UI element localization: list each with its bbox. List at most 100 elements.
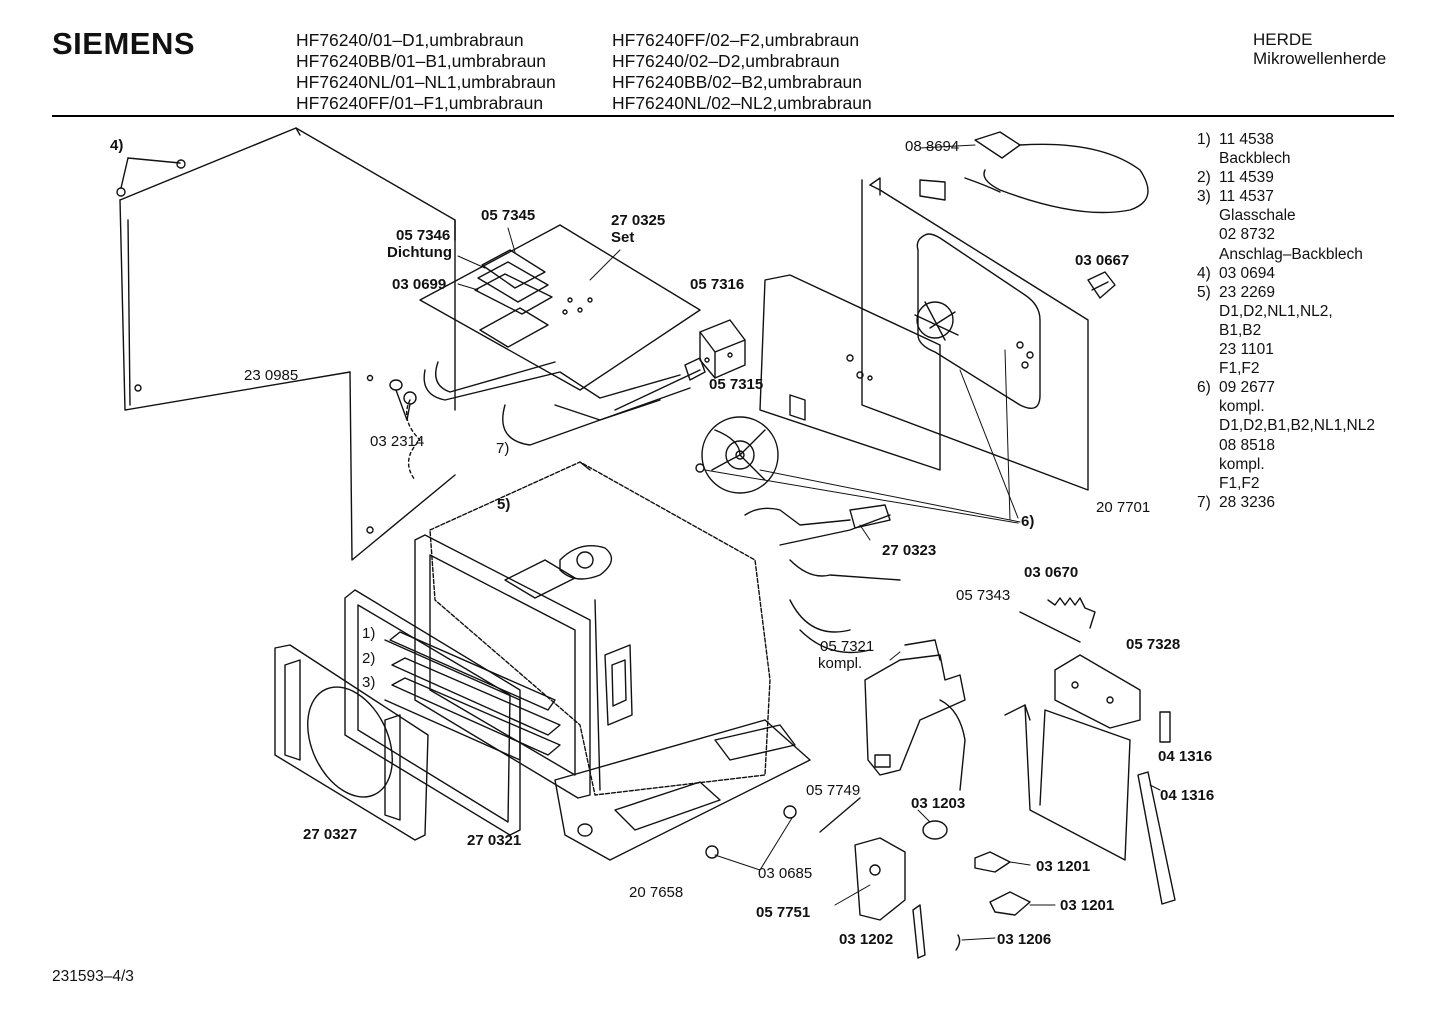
legend-text: 03 0694 <box>1219 264 1276 282</box>
legend-row: 7) 28 3236 <box>1197 493 1375 512</box>
legend-row: kompl. <box>1197 455 1375 474</box>
label-057749: 05 7749 <box>806 782 860 799</box>
legend-row: D1,D2,B1,B2,NL1,NL2 <box>1197 416 1375 435</box>
pads-4131 <box>1137 711 1176 905</box>
model-item: HF76240FF/02–F2,umbrabraun <box>612 30 860 50</box>
label-kompl: kompl. <box>818 655 862 672</box>
legend-text: D1,D2,B1,B2,NL1,NL2 <box>1219 417 1375 435</box>
legend-text: 23 2269 <box>1219 283 1276 301</box>
legend-row: 5) 23 2269 <box>1197 283 1375 302</box>
legend-row: 23 1101 <box>1197 340 1375 359</box>
legend-row: Glasschale <box>1197 206 1375 225</box>
label-057343: 05 7343 <box>956 587 1010 604</box>
label-270327: 27 0327 <box>303 826 357 843</box>
label-dichtung: Dichtung <box>387 244 452 261</box>
legend-text: Glasschale <box>1219 207 1296 225</box>
front-frame <box>384 534 591 799</box>
label-270323: 27 0323 <box>882 542 936 559</box>
category-subtitle: Mikrowellenherde <box>1253 49 1387 68</box>
legend-row: F1,F2 <box>1197 474 1375 493</box>
label-057345: 05 7345 <box>481 207 535 224</box>
label-207658: 20 7658 <box>629 884 683 901</box>
label-2: 2) <box>362 650 375 667</box>
outer-housing <box>119 127 456 561</box>
label-030699: 03 0699 <box>392 276 446 293</box>
legend-text: 11 4539 <box>1219 169 1274 187</box>
legend-text: kompl. <box>1219 455 1265 473</box>
document-code: 231593–4/3 <box>52 968 134 985</box>
legend-row: Anschlag–Backblech <box>1197 245 1375 264</box>
small-parts <box>705 797 1031 959</box>
legend-text: 23 1101 <box>1219 341 1274 359</box>
category-block: HERDE Mikrowellenherde <box>1253 30 1386 68</box>
label-207701: 20 7701 <box>1096 499 1150 516</box>
legend-text: B1,B2 <box>1219 321 1262 339</box>
legend-text: 02 8732 <box>1219 226 1276 244</box>
legend-text: D1,D2,NL1,NL2, <box>1219 302 1333 320</box>
label-030670: 03 0670 <box>1024 564 1078 581</box>
oven-cavity <box>429 461 771 796</box>
diagram-labels: 4) 23 0985 05 7346 Dichtung 05 7345 27 0… <box>110 137 1214 948</box>
legend-number: 6) <box>1197 379 1211 397</box>
label-1: 1) <box>362 625 375 642</box>
label-031201-a: 03 1201 <box>1036 858 1090 875</box>
model-item: HF76240/01–D1,umbrabraun <box>296 30 524 50</box>
legend-row: Backblech <box>1197 149 1375 168</box>
label-3: 3) <box>362 674 375 691</box>
label-041316-a: 04 1316 <box>1158 748 1212 765</box>
legend-row: 2) 11 4539 <box>1197 168 1375 187</box>
label-057321: 05 7321 <box>820 638 874 655</box>
label-030667: 03 0667 <box>1075 252 1129 269</box>
label-270325: 27 0325 <box>611 212 665 229</box>
label-031202: 03 1202 <box>839 931 893 948</box>
spring-and-rod <box>1019 597 1096 643</box>
legend-row: B1,B2 <box>1197 321 1375 340</box>
label-030685: 03 0685 <box>758 865 812 882</box>
label-057751: 05 7751 <box>756 904 810 921</box>
legend-text: 08 8518 <box>1219 436 1276 454</box>
legend-row: kompl. <box>1197 397 1375 416</box>
label-4: 4) <box>110 137 123 154</box>
legend-number: 2) <box>1197 169 1211 187</box>
power-cord <box>964 131 1149 214</box>
legend-text: F1,F2 <box>1219 360 1260 378</box>
label-032314: 03 2314 <box>370 433 424 450</box>
base-plate <box>554 719 811 861</box>
label-6: 6) <box>1021 513 1034 530</box>
connector-block <box>684 319 746 381</box>
legend-text: kompl. <box>1219 398 1265 416</box>
legend-row: 3)11 4537 <box>1197 187 1375 206</box>
model-list-1: HF76240/01–D1,umbrabraun HF76240BB/01–B1… <box>296 30 556 114</box>
rear-panel <box>759 274 941 471</box>
model-item: HF76240NL/02–NL2,umbrabraun <box>612 93 872 113</box>
label-057328: 05 7328 <box>1126 636 1180 653</box>
legend-text: Anschlag–Backblech <box>1219 245 1363 263</box>
legend-row: 02 8732 <box>1197 225 1375 244</box>
label-set: Set <box>611 229 634 246</box>
label-5: 5) <box>497 496 510 513</box>
legend-number: 5) <box>1197 283 1211 301</box>
wiring-harness <box>744 504 901 654</box>
legend-number: 1) <box>1197 131 1211 148</box>
legend-text: 11 4537 <box>1219 188 1274 206</box>
label-7: 7) <box>496 440 509 457</box>
legend-text: F1,F2 <box>1219 474 1260 492</box>
legend-row: 6)09 2677 <box>1197 378 1375 397</box>
fan-wheel <box>695 416 779 494</box>
label-057315: 05 7315 <box>709 376 763 393</box>
legend-row: F1,F2 <box>1197 359 1375 378</box>
brand-logo: SIEMENS <box>52 26 196 61</box>
legend-row: 4)03 0694 <box>1197 264 1375 283</box>
legend-row: 1)11 4538 <box>1197 130 1375 149</box>
door-panel <box>274 644 429 841</box>
label-031203: 03 1203 <box>911 795 965 812</box>
bracket-0667 <box>1087 271 1116 299</box>
model-item: HF76240NL/01–NL1,umbrabraun <box>296 72 556 92</box>
label-057316: 05 7316 <box>690 276 744 293</box>
legend-text: 28 3236 <box>1219 493 1276 511</box>
legend-number: 7) <box>1197 493 1211 511</box>
back-wall <box>861 177 1089 491</box>
legend-row: 08 8518 <box>1197 436 1375 455</box>
model-item: HF76240/02–D2,umbrabraun <box>612 51 840 71</box>
